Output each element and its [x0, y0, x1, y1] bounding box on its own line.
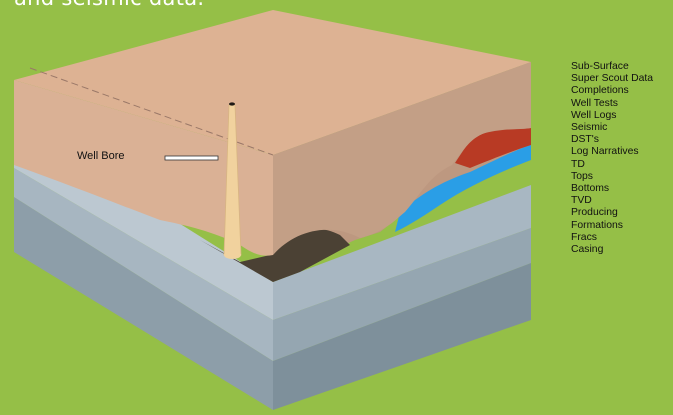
data-type-item: TVD [571, 195, 592, 207]
well-head [229, 102, 235, 106]
data-type-item: DST's [571, 134, 599, 146]
data-type-item: Tops [571, 170, 593, 182]
data-type-item: Producing [571, 207, 618, 219]
data-type-item: Formations [571, 219, 623, 231]
data-type-item: Well Tests [571, 97, 618, 109]
data-type-item: Bottoms [571, 183, 610, 195]
partial-heading: and seismic data. [14, 0, 204, 10]
middle-rock-side [273, 228, 531, 361]
surface-top [14, 10, 531, 155]
base-rock-side [273, 263, 531, 410]
data-types-list: Sub-Surface Super Scout Data Completions… [571, 61, 653, 256]
well-bottom [224, 251, 241, 259]
middle-rock-front [14, 168, 273, 361]
dark-formation [140, 210, 350, 282]
data-type-item: Completions [571, 85, 629, 97]
well-bore-callout-line [164, 155, 219, 161]
data-type-item: Seismic [571, 122, 608, 134]
data-type-item: Fracs [571, 231, 597, 243]
base-rock-front [14, 197, 273, 410]
data-type-item: TD [571, 158, 585, 170]
sediment-side-upper [273, 62, 531, 255]
data-type-item: Well Logs [571, 109, 617, 121]
data-type-item: Log Narratives [571, 146, 639, 158]
data-type-item: Super Scout Data [571, 73, 654, 85]
water-layer [395, 145, 531, 232]
upper-rock-side [273, 185, 531, 320]
well-bore-label: Well Bore [77, 150, 125, 162]
data-type-item: Casing [571, 244, 604, 256]
data-type-item: Sub-Surface [571, 61, 629, 72]
hydrocarbon-zone [455, 128, 531, 168]
sediment-front [14, 80, 273, 256]
